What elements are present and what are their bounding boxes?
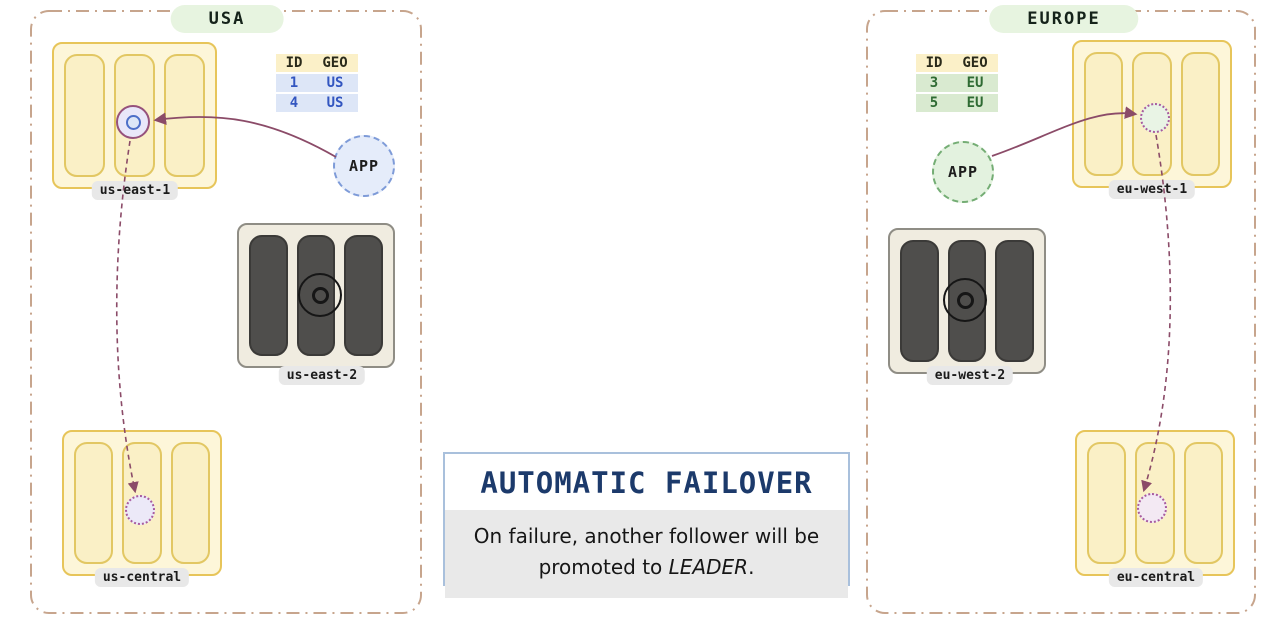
failed-leader-marker-icon bbox=[943, 278, 987, 322]
db-node-column bbox=[1183, 442, 1223, 564]
table-cell-geo: US bbox=[312, 74, 358, 92]
routing-table-europe: ID GEO 3 EU 5 EU bbox=[916, 52, 998, 114]
callout-body-emphasis: LEADER bbox=[668, 555, 749, 579]
cluster-label-eu-central: eu-central bbox=[1108, 568, 1204, 587]
follower-marker-icon bbox=[125, 495, 155, 525]
table-cell-geo: EU bbox=[952, 74, 998, 92]
db-node-column bbox=[1087, 442, 1127, 564]
db-node-column bbox=[995, 240, 1035, 362]
table-cell-id: 1 bbox=[276, 74, 312, 92]
routing-table-usa: ID GEO 1 US 4 US bbox=[276, 52, 358, 114]
db-node-column bbox=[344, 235, 384, 356]
db-node-column bbox=[64, 54, 105, 177]
callout-title: AUTOMATIC FAILOVER bbox=[480, 466, 813, 500]
region-label-usa: USA bbox=[170, 5, 284, 33]
db-node-column bbox=[249, 235, 288, 356]
app-node-usa: APP bbox=[333, 135, 395, 197]
cluster-label-eu-west-1: eu-west-1 bbox=[1108, 180, 1196, 199]
table-header-geo: GEO bbox=[312, 54, 358, 72]
table-row: 5 EU bbox=[916, 94, 998, 112]
table-header-geo: GEO bbox=[952, 54, 998, 72]
new-leader-marker-icon bbox=[1140, 103, 1170, 133]
table-header-id: ID bbox=[916, 54, 952, 72]
failover-callout: AUTOMATIC FAILOVER On failure, another f… bbox=[443, 452, 850, 598]
table-row: 3 EU bbox=[916, 74, 998, 92]
db-node-column bbox=[900, 240, 939, 362]
table-cell-geo: US bbox=[312, 94, 358, 112]
app-node-europe: APP bbox=[932, 141, 994, 203]
table-row: 1 US bbox=[276, 74, 358, 92]
table-cell-id: 5 bbox=[916, 94, 952, 112]
follower-marker-icon bbox=[1137, 493, 1167, 523]
db-node-column bbox=[1180, 52, 1220, 176]
callout-body-suffix: . bbox=[748, 555, 755, 579]
leader-marker-inner bbox=[125, 114, 141, 130]
region-label-europe: EUROPE bbox=[989, 5, 1139, 33]
db-node-column bbox=[1084, 52, 1124, 176]
failed-leader-marker-inner bbox=[956, 291, 974, 309]
db-node-column bbox=[74, 442, 114, 564]
table-header-row: ID GEO bbox=[276, 54, 358, 72]
cluster-label-eu-west-2: eu-west-2 bbox=[926, 366, 1014, 385]
callout-body: On failure, another follower will be pro… bbox=[445, 510, 848, 598]
failed-leader-marker-inner bbox=[311, 286, 329, 304]
cluster-label-us-central: us-central bbox=[94, 568, 190, 587]
table-cell-id: 4 bbox=[276, 94, 312, 112]
cluster-label-us-east-2: us-east-2 bbox=[278, 366, 366, 385]
callout-body-prefix: On failure, another follower will be pro… bbox=[473, 524, 820, 579]
failed-leader-marker-icon bbox=[298, 273, 342, 317]
cluster-label-us-east-1: us-east-1 bbox=[91, 181, 179, 200]
table-header-row: ID GEO bbox=[916, 54, 998, 72]
table-header-id: ID bbox=[276, 54, 312, 72]
table-cell-geo: EU bbox=[952, 94, 998, 112]
table-cell-id: 3 bbox=[916, 74, 952, 92]
table-row: 4 US bbox=[276, 94, 358, 112]
db-node-column bbox=[164, 54, 205, 177]
leader-marker-icon bbox=[116, 105, 150, 139]
db-node-column bbox=[170, 442, 210, 564]
